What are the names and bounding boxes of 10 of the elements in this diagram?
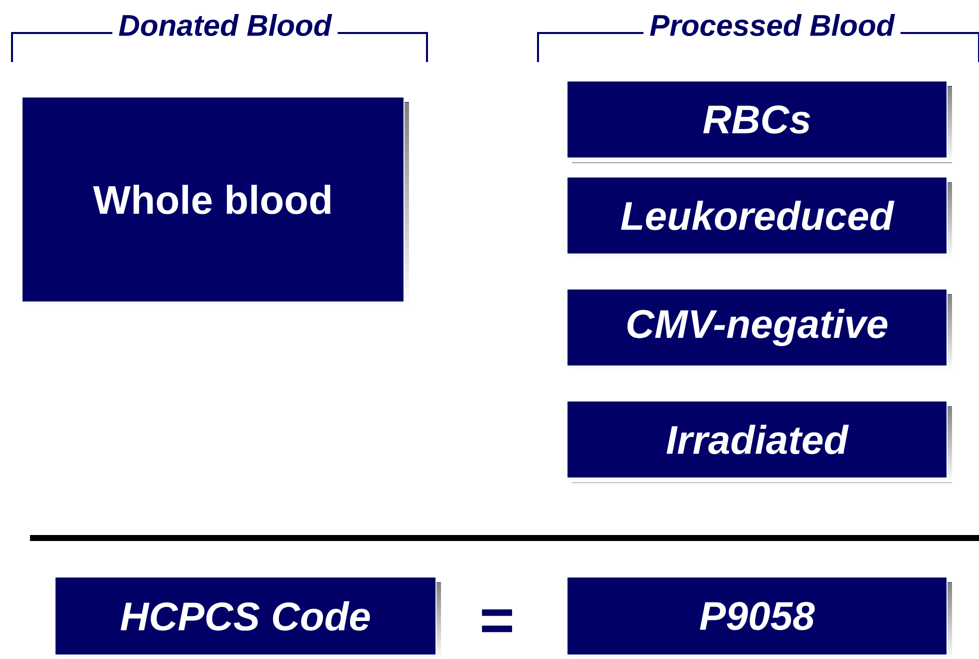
- process-box: Leukoreduced: [566, 176, 952, 259]
- process-box: CMV-negative: [566, 288, 952, 371]
- equals-sign: =: [482, 609, 512, 632]
- process-box: Irradiated: [566, 400, 952, 483]
- process-box: HCPCS Code: [54, 576, 441, 659]
- process-box: P9058: [566, 576, 952, 659]
- section-heading: Processed Blood: [643, 12, 901, 38]
- section-heading: Donated Blood: [112, 12, 338, 38]
- process-box: Whole blood: [22, 96, 409, 307]
- process-box: RBCs: [566, 80, 952, 163]
